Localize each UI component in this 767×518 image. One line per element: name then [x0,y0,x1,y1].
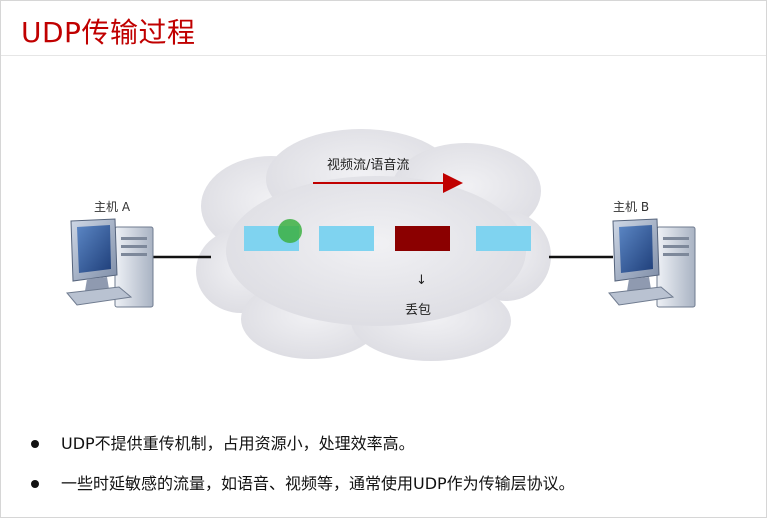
down-arrow-icon: ↓ [416,273,427,288]
udp-diagram: 视频流/语音流 ↓ 丢包 主机 A 主机 B [66,129,696,361]
bullet-text: 一些时延敏感的流量，如语音、视频等，通常使用UDP作为传输层协议。 [61,474,575,493]
bullet-list: UDP不提供重传机制，占用资源小，处理效率高。 一些时延敏感的流量，如语音、视频… [29,433,575,513]
host-a-label: 主机 A [94,200,131,214]
computer-b-icon [608,218,696,308]
drop-label: 丢包 [405,303,431,318]
title-divider [1,55,766,56]
bullet-text: UDP不提供重传机制，占用资源小，处理效率高。 [61,434,415,453]
cursor-highlight [278,219,302,243]
flow-label: 视频流/语音流 [327,157,409,173]
packet-2 [319,226,374,251]
dropped-packet [395,226,450,251]
bullet-dot-icon [31,440,39,448]
bullet-dot-icon [31,480,39,488]
slide-title: UDP传输过程 [21,16,196,49]
bullet-item: 一些时延敏感的流量，如语音、视频等，通常使用UDP作为传输层协议。 [29,473,575,495]
host-b-label: 主机 B [613,200,649,214]
network-cloud [196,129,551,361]
bullet-item: UDP不提供重传机制，占用资源小，处理效率高。 [29,433,575,455]
computer-a-icon [66,218,154,308]
packet-4 [476,226,531,251]
